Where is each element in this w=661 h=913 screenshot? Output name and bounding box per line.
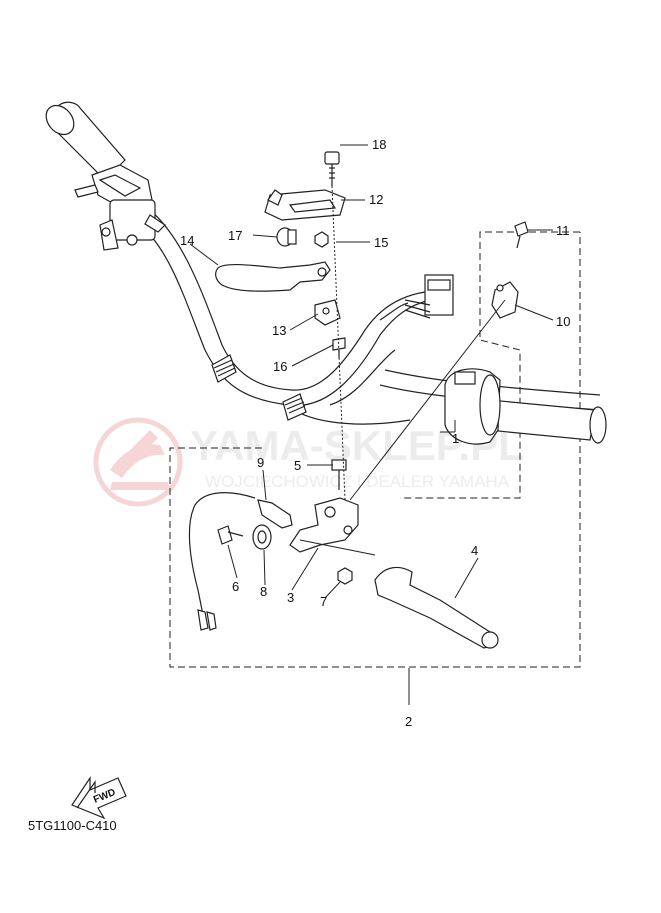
callout-18: 18 (372, 137, 386, 152)
callout-4: 4 (471, 543, 478, 558)
leader-lines (189, 144, 554, 599)
part-17-knob (276, 227, 297, 247)
callout-13: 13 (272, 323, 286, 338)
callout-17: 17 (228, 228, 242, 243)
watermark: YAMA-SKLEP.PL WOJCIECHOWICZ | DEALER YAM… (93, 417, 524, 507)
part-7-nut (337, 567, 353, 585)
fwd-arrow-icon: FWD (71, 776, 127, 820)
callout-15: 15 (374, 235, 388, 250)
part-code: 5TG1100-C410 (28, 818, 117, 833)
part-8-adjuster (252, 524, 272, 550)
callout-1: 1 (452, 431, 459, 446)
part-18-bolt (324, 151, 340, 186)
callout-8: 8 (260, 584, 267, 599)
callout-7: 7 (320, 594, 327, 609)
callout-14: 14 (180, 233, 194, 248)
switch-connector (379, 274, 454, 321)
left-master-cylinder (74, 164, 166, 251)
callout-2: 2 (405, 714, 412, 729)
part-9-cable (188, 492, 293, 631)
assembly-box-main (169, 231, 581, 668)
part-1-switch-housing (444, 368, 501, 445)
part-13-bracket (314, 299, 341, 326)
handlebar (45, 101, 607, 444)
callout-10: 10 (556, 314, 570, 329)
part-3-lever-holder (289, 497, 359, 553)
callout-9: 9 (257, 455, 264, 470)
callout-12: 12 (369, 192, 383, 207)
callout-16: 16 (273, 359, 287, 374)
watermark-logo (93, 417, 183, 507)
part-6-bolt (217, 525, 244, 545)
part-4-lever (374, 566, 499, 649)
part-15-nut (314, 231, 329, 248)
callout-labels: 1 2 3 4 5 6 7 8 9 10 11 12 13 14 15 16 1… (180, 137, 570, 729)
part-12-bracket (264, 189, 346, 221)
callout-11: 11 (556, 223, 570, 238)
part-14-lever (215, 261, 331, 292)
watermark-subtitle: WOJCIECHOWICZ | DEALER YAMAHA (205, 472, 510, 491)
part-11-screw (514, 221, 529, 249)
callout-6: 6 (232, 579, 239, 594)
callout-5: 5 (294, 458, 301, 473)
callout-3: 3 (287, 590, 294, 605)
